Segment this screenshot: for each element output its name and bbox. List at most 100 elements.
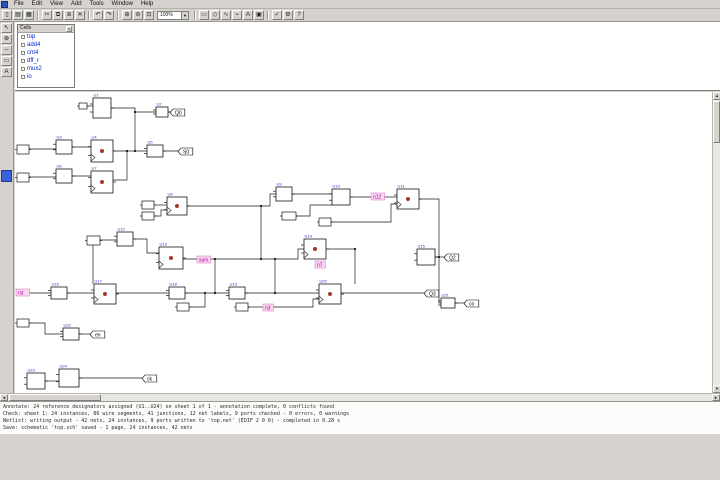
settings-button[interactable]: ⚙ <box>283 10 293 20</box>
netlabel-sum[interactable] <box>196 255 211 264</box>
cut-button[interactable]: ✂ <box>42 10 52 20</box>
scroll-down-icon[interactable]: ▼ <box>713 385 720 393</box>
wire-tool-button[interactable]: ─ <box>1 45 12 55</box>
add-text-button[interactable]: A <box>243 10 253 20</box>
component-small[interactable] <box>78 102 88 110</box>
vertical-scroll-thumb[interactable] <box>713 101 720 143</box>
zoom-out-button[interactable]: ⊖ <box>133 10 143 20</box>
open-button[interactable]: ▤ <box>13 10 23 20</box>
wire[interactable] <box>111 107 156 113</box>
cell-item-dff_r[interactable]: dff_r <box>18 57 74 65</box>
wire[interactable] <box>438 257 441 304</box>
zoom-fit-button[interactable]: ⊡ <box>144 10 154 20</box>
scroll-up-icon[interactable]: ▲ <box>713 92 720 100</box>
wire[interactable] <box>183 248 304 260</box>
zoom-level-combo[interactable]: 100%▼ <box>157 10 189 20</box>
wire[interactable] <box>133 238 159 254</box>
port-ck[interactable] <box>141 374 158 383</box>
horizontal-scrollbar[interactable]: ◄ ► <box>0 393 720 401</box>
component-small[interactable] <box>318 217 332 227</box>
help-button[interactable]: ? <box>294 10 304 20</box>
component-U24[interactable] <box>58 368 80 388</box>
new-button[interactable]: ▯ <box>2 10 12 20</box>
port-en[interactable] <box>89 330 106 339</box>
cell-item-top[interactable]: top <box>18 33 74 41</box>
component-small[interactable] <box>141 200 155 210</box>
cell-item-cnt4[interactable]: cnt4 <box>18 49 74 57</box>
add-bus-button[interactable]: ⌁ <box>232 10 242 20</box>
menu-help[interactable]: Help <box>140 1 154 7</box>
netlabel-rst[interactable] <box>15 288 30 297</box>
component-small[interactable] <box>176 302 190 312</box>
component-U19[interactable] <box>228 286 246 300</box>
component-small[interactable] <box>281 211 297 221</box>
wire[interactable] <box>296 204 332 217</box>
add-port-button[interactable]: ▣ <box>254 10 264 20</box>
check-button[interactable]: ✓ <box>272 10 282 20</box>
component-U23[interactable] <box>26 372 46 390</box>
cell-item-add4[interactable]: add4 <box>18 41 74 49</box>
menu-window[interactable]: Window <box>111 1 133 7</box>
component-U18[interactable] <box>168 286 186 300</box>
select-tool-button[interactable]: ↖ <box>1 23 12 33</box>
menu-tools[interactable]: Tools <box>89 1 104 7</box>
component-U22[interactable] <box>62 327 80 341</box>
component-small[interactable] <box>16 318 30 328</box>
port-Q3[interactable] <box>423 289 440 298</box>
component-U9[interactable] <box>275 186 293 202</box>
menu-add[interactable]: Add <box>70 1 82 7</box>
component-U1[interactable] <box>92 97 112 119</box>
component-small[interactable] <box>141 211 155 221</box>
port-Q2[interactable] <box>443 253 460 262</box>
add-wire-button[interactable]: ∿ <box>221 10 231 20</box>
add-symbol-button[interactable]: ◇ <box>210 10 220 20</box>
undo-button[interactable]: ↶ <box>93 10 103 20</box>
component-U3[interactable] <box>55 139 73 155</box>
active-layer-indicator[interactable] <box>1 170 12 182</box>
zoom-tool-button[interactable]: ⊕ <box>1 34 12 44</box>
component-U12[interactable] <box>116 231 134 247</box>
component-U16[interactable] <box>50 286 68 300</box>
redo-button[interactable]: ↷ <box>104 10 114 20</box>
component-small[interactable] <box>235 302 249 312</box>
menu-edit[interactable]: Edit <box>31 1 43 7</box>
cell-item-mux2[interactable]: mux2 <box>18 65 74 73</box>
wire[interactable] <box>154 209 167 217</box>
text-tool-button[interactable]: A <box>1 67 12 77</box>
delete-button[interactable]: ✕ <box>75 10 85 20</box>
cell-item-io[interactable]: io <box>18 73 74 81</box>
netlabel-n7[interactable] <box>314 260 326 269</box>
wire[interactable] <box>113 151 128 181</box>
netlabel-n12[interactable] <box>370 192 385 201</box>
paste-button[interactable]: ⧈ <box>64 10 74 20</box>
port-S0[interactable] <box>177 147 194 156</box>
component-U21[interactable] <box>440 297 456 309</box>
menu-file[interactable]: File <box>14 1 24 7</box>
scroll-left-icon[interactable]: ◄ <box>0 394 8 401</box>
rect-tool-button[interactable]: ▭ <box>1 56 12 66</box>
component-U15[interactable] <box>416 248 436 266</box>
zoom-in-button[interactable]: ⊕ <box>122 10 132 20</box>
wire[interactable] <box>331 203 397 223</box>
component-U10[interactable] <box>331 188 351 206</box>
menu-view[interactable]: View <box>50 1 63 7</box>
add-instance-button[interactable]: ▭ <box>199 10 209 20</box>
component-small[interactable] <box>86 235 101 246</box>
port-Q0[interactable] <box>169 108 186 117</box>
chevron-down-icon[interactable]: ▼ <box>181 11 188 19</box>
wire[interactable] <box>187 193 276 207</box>
component-U5[interactable] <box>146 144 164 158</box>
netlabel-n3[interactable] <box>262 303 274 312</box>
save-button[interactable]: ▦ <box>24 10 34 20</box>
wire[interactable] <box>273 298 319 308</box>
vertical-scrollbar[interactable]: ▲ ▼ <box>712 92 720 393</box>
scroll-right-icon[interactable]: ► <box>712 394 720 401</box>
copy-button[interactable]: ⧉ <box>53 10 63 20</box>
port-co[interactable] <box>463 299 480 308</box>
component-small[interactable] <box>16 144 30 155</box>
component-U6[interactable] <box>55 168 73 184</box>
wire[interactable] <box>29 322 63 335</box>
horizontal-scroll-thumb[interactable] <box>9 394 101 401</box>
